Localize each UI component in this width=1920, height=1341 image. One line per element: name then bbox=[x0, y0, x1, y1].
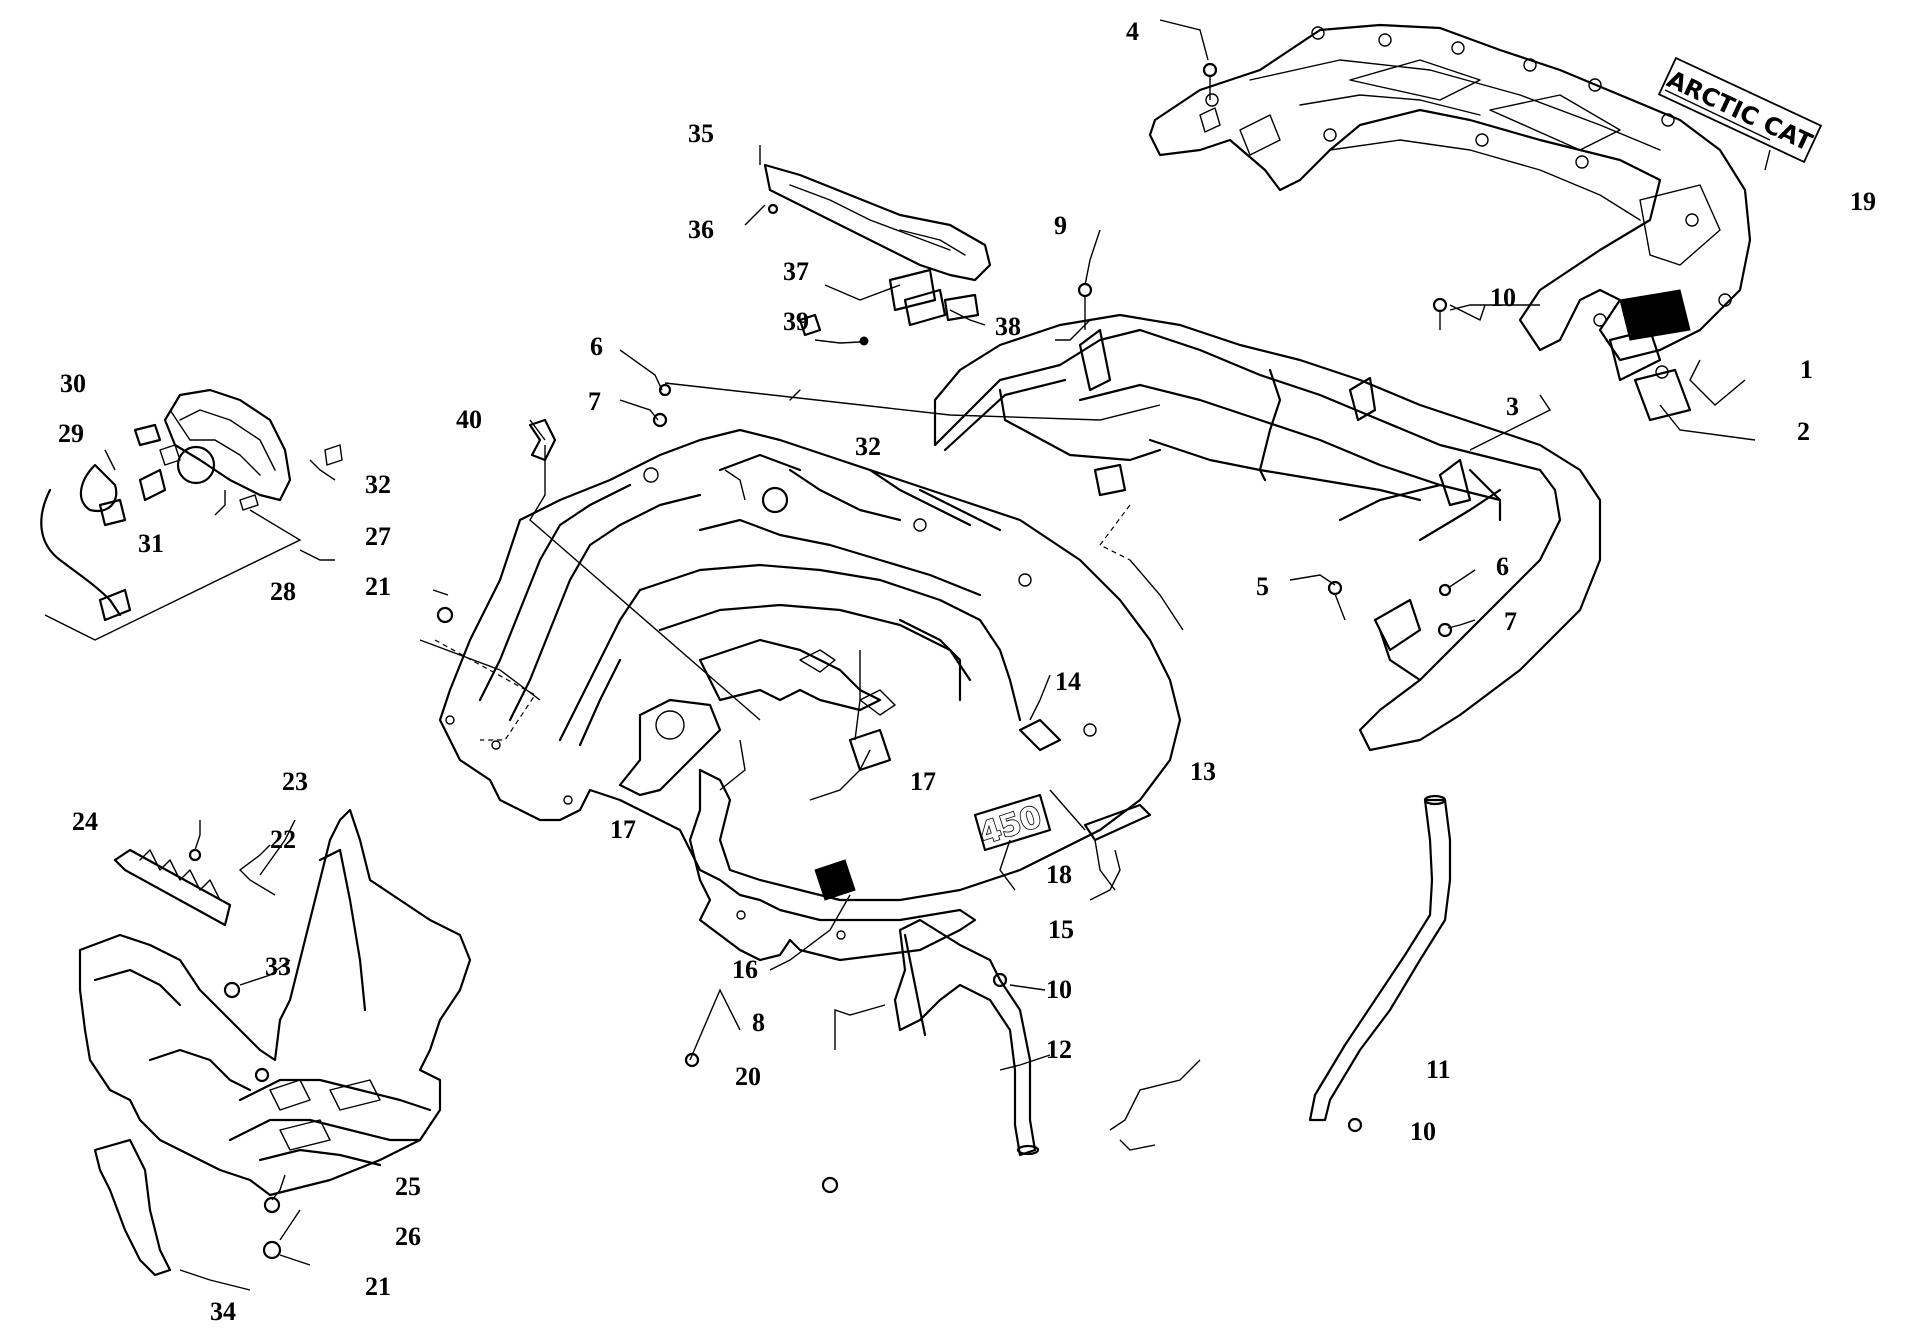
callout-12: 12 bbox=[1046, 1035, 1072, 1064]
support-bar-part bbox=[1308, 794, 1452, 1122]
brand-decal: ARCTIC CAT bbox=[1657, 56, 1823, 164]
callout-35: 35 bbox=[688, 119, 714, 148]
callout-6b: 6 bbox=[1496, 552, 1509, 581]
callout-40: 40 bbox=[456, 405, 482, 434]
callout-4: 4 bbox=[1126, 17, 1139, 46]
callout-8: 8 bbox=[752, 1008, 765, 1037]
callout-5: 5 bbox=[1256, 572, 1269, 601]
callouts: 1 2 3 4 5 6 6 7 7 8 9 10 10 10 10 11 12 … bbox=[58, 17, 1876, 1326]
callout-19: 19 bbox=[1850, 187, 1876, 216]
taillight-part bbox=[40, 388, 343, 622]
callout-20: 20 bbox=[735, 1062, 761, 1091]
callout-36: 36 bbox=[688, 215, 714, 244]
callout-28: 28 bbox=[270, 577, 296, 606]
callout-10c: 10 bbox=[1410, 1117, 1436, 1146]
callout-21b: 21 bbox=[365, 1272, 391, 1301]
callout-27: 27 bbox=[365, 522, 391, 551]
callout-3: 3 bbox=[1506, 392, 1519, 421]
callout-14: 14 bbox=[1055, 667, 1081, 696]
callout-7a: 7 bbox=[588, 387, 601, 416]
callout-33: 33 bbox=[265, 952, 291, 981]
callout-32a: 32 bbox=[365, 470, 391, 499]
step-plate-part bbox=[113, 848, 232, 927]
callout-29: 29 bbox=[58, 419, 84, 448]
callout-10a: 10 bbox=[1490, 283, 1516, 312]
rack-decal-2 bbox=[1619, 289, 1691, 341]
callout-24: 24 bbox=[72, 807, 98, 836]
callout-26: 26 bbox=[395, 1222, 421, 1251]
callout-37: 37 bbox=[783, 257, 809, 286]
callout-30: 30 bbox=[60, 369, 86, 398]
callout-25: 25 bbox=[395, 1172, 421, 1201]
rear-fender-part bbox=[438, 389, 1182, 962]
callout-10b: 10 bbox=[1046, 975, 1072, 1004]
callout-17b: 17 bbox=[910, 767, 936, 796]
footwell-part bbox=[78, 808, 472, 1197]
callout-2: 2 bbox=[1797, 417, 1810, 446]
callout-32b: 32 bbox=[855, 432, 881, 461]
mud-flap-part bbox=[93, 1138, 172, 1277]
callout-13: 13 bbox=[1190, 757, 1216, 786]
callout-7b: 7 bbox=[1504, 607, 1517, 636]
brand-decal-text: ARCTIC CAT bbox=[1663, 65, 1817, 157]
callout-22: 22 bbox=[270, 825, 296, 854]
model-decal: 450 bbox=[973, 793, 1052, 853]
rack-frame-part bbox=[933, 313, 1602, 752]
model-decal-text: 450 bbox=[975, 799, 1045, 852]
callout-38: 38 bbox=[995, 312, 1021, 341]
callout-6a: 6 bbox=[590, 332, 603, 361]
callout-18: 18 bbox=[1046, 860, 1072, 889]
callout-39: 39 bbox=[783, 307, 809, 336]
callout-34: 34 bbox=[210, 1297, 236, 1326]
callout-11: 11 bbox=[1426, 1055, 1451, 1084]
rear-rack-part bbox=[1148, 23, 1752, 422]
bracket-part bbox=[763, 163, 992, 346]
rear-bracket-part bbox=[893, 918, 1040, 1157]
callout-17a: 17 bbox=[610, 815, 636, 844]
callout-1: 1 bbox=[1800, 355, 1813, 384]
reflector-part bbox=[1083, 803, 1152, 842]
dashed-outlines bbox=[434, 504, 1131, 741]
callout-31: 31 bbox=[138, 529, 164, 558]
callout-9: 9 bbox=[1054, 211, 1067, 240]
callout-15: 15 bbox=[1048, 915, 1074, 944]
callout-23: 23 bbox=[282, 767, 308, 796]
callout-21a: 21 bbox=[365, 572, 391, 601]
fender-decal-16 bbox=[814, 859, 856, 901]
leader-lines bbox=[104, 19, 1771, 1291]
callout-16: 16 bbox=[732, 955, 758, 984]
